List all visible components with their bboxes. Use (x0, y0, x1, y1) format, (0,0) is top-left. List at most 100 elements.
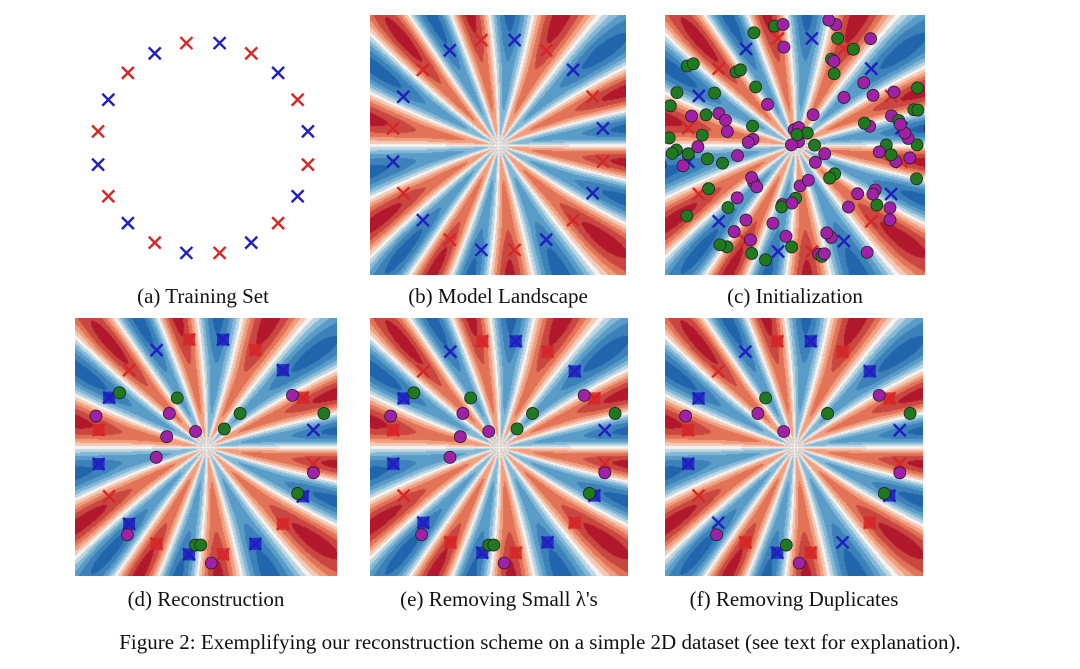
red-cross-marker (738, 535, 753, 550)
red-cross-marker (91, 124, 105, 139)
init-point (777, 40, 791, 54)
red-cross-marker (149, 537, 164, 551)
reconstructed-sample (759, 391, 773, 405)
blue-cross-marker (276, 363, 290, 377)
red-cross-marker (443, 535, 458, 550)
init-point (827, 54, 841, 68)
red-cross-marker (585, 89, 600, 104)
init-point (884, 148, 898, 162)
blue-cross-marker (567, 364, 582, 379)
blue-cross-marker (597, 423, 612, 438)
caption-d: (d) Reconstruction (127, 587, 285, 611)
red-cross-marker (416, 63, 430, 77)
red-cross-marker (475, 334, 490, 349)
markers-layer (665, 15, 925, 267)
red-cross-marker (271, 216, 285, 230)
init-point (665, 131, 676, 145)
init-point (790, 128, 804, 142)
panel-training-set (75, 20, 331, 276)
blue-cross-marker (290, 189, 305, 204)
blue-cross-marker (738, 344, 753, 359)
init-point (864, 32, 878, 46)
blue-cross-marker (271, 66, 285, 80)
red-cross-marker (681, 121, 696, 135)
red-cross-marker (892, 456, 907, 471)
reconstructed-sample (872, 389, 886, 402)
reconstructed-sample (779, 538, 793, 552)
reconstructed-sample (453, 430, 467, 444)
red-cross-marker (396, 186, 411, 201)
caption-f: (f) Removing Duplicates (689, 587, 899, 611)
red-cross-marker (102, 489, 116, 504)
blue-cross-marker (835, 535, 850, 550)
init-point (691, 140, 705, 154)
init-point (883, 201, 897, 215)
red-cross-marker (91, 423, 106, 437)
red-cross-marker (290, 92, 305, 107)
init-point (749, 80, 763, 94)
reconstructed-sample (217, 422, 231, 436)
red-cross-marker (508, 545, 523, 560)
init-point (827, 67, 841, 81)
blue-cross-marker (386, 154, 400, 169)
panel-reconstruction (75, 318, 337, 576)
init-point (750, 180, 764, 194)
reconstructed-sample (149, 450, 163, 464)
landscape-heatmap (370, 318, 628, 576)
reconstructed-sample (160, 430, 174, 444)
blue-cross-marker (711, 214, 726, 229)
reconstructed-sample (582, 487, 596, 500)
init-point (766, 216, 780, 230)
blue-cross-marker (692, 89, 706, 103)
init-point (785, 240, 799, 254)
reconstructed-sample (464, 391, 478, 405)
reconstructed-sample (113, 386, 126, 400)
blue-cross-marker (91, 157, 105, 172)
init-point (779, 229, 793, 243)
init-point (730, 191, 744, 205)
red-cross-marker (567, 515, 582, 530)
markers-layer (89, 332, 331, 570)
init-point (733, 63, 747, 77)
init-point (903, 151, 917, 165)
reconstructed-sample (482, 425, 496, 438)
blue-cross-marker (306, 423, 321, 437)
blue-cross-marker (212, 36, 227, 50)
markers-layer (386, 33, 610, 257)
init-point (857, 76, 871, 90)
reconstructed-sample (317, 407, 331, 420)
init-point (719, 113, 732, 127)
caption-b: (b) Model Landscape (408, 284, 588, 308)
landscape-heatmap (665, 318, 923, 576)
init-point (910, 138, 924, 152)
reconstructed-sample (903, 407, 917, 420)
landscape-heatmap (370, 15, 626, 275)
reconstructed-sample (286, 389, 299, 402)
reconstructed-sample (821, 407, 834, 420)
red-cross-marker (396, 488, 411, 503)
blue-cross-marker (149, 343, 164, 357)
init-point (759, 253, 772, 267)
init-point (739, 213, 753, 227)
red-cross-marker (216, 547, 230, 562)
blue-cross-marker (566, 63, 580, 77)
init-point (842, 200, 855, 214)
red-cross-marker (862, 515, 877, 530)
red-cross-marker (691, 488, 706, 503)
init-point (727, 225, 741, 238)
init-point (744, 233, 757, 247)
init-point (716, 156, 729, 170)
red-cross-marker (212, 246, 227, 260)
reconstructed-sample (893, 466, 907, 480)
init-point (910, 172, 923, 186)
blue-cross-marker (862, 364, 877, 379)
red-cross-marker (540, 344, 555, 359)
init-point (808, 138, 821, 152)
reconstructed-sample (710, 528, 723, 542)
blue-cross-marker (179, 246, 194, 260)
red-cross-marker (566, 213, 580, 227)
red-cross-marker (101, 189, 116, 204)
init-point (686, 57, 700, 71)
init-point (911, 81, 924, 95)
reconstructed-sample (121, 528, 134, 542)
